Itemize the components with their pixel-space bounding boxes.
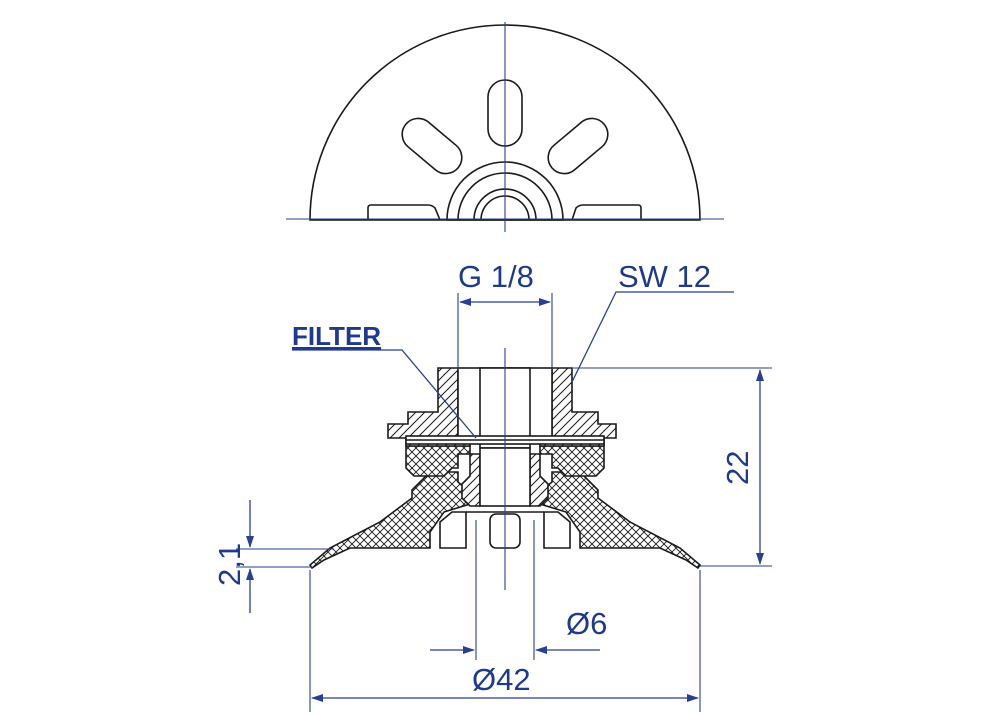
top-view-slot-left [401,117,463,175]
bore-diameter-label: Ø6 [566,606,607,641]
rubber-inner-ring-right [539,445,605,477]
lip-thickness-label: 2,1 [212,543,247,586]
top-view [286,22,724,232]
rubber-inner-ring-left [405,445,471,477]
top-view-slot-right [547,117,609,175]
outer-diameter-label: Ø42 [472,662,531,697]
thread-label: G 1/8 [458,259,534,294]
height-label: 22 [720,451,755,485]
dimensions: G 1/8 SW 12 FILTER 22 2,1 Ø6 Ø42 [212,259,772,712]
filter-label: FILTER [292,321,381,351]
insert-left [461,453,481,507]
insert-right [529,453,549,507]
filter-leader [292,349,477,439]
wrench-leader [571,291,734,383]
wrench-label: SW 12 [618,259,711,294]
section-view [308,348,702,590]
